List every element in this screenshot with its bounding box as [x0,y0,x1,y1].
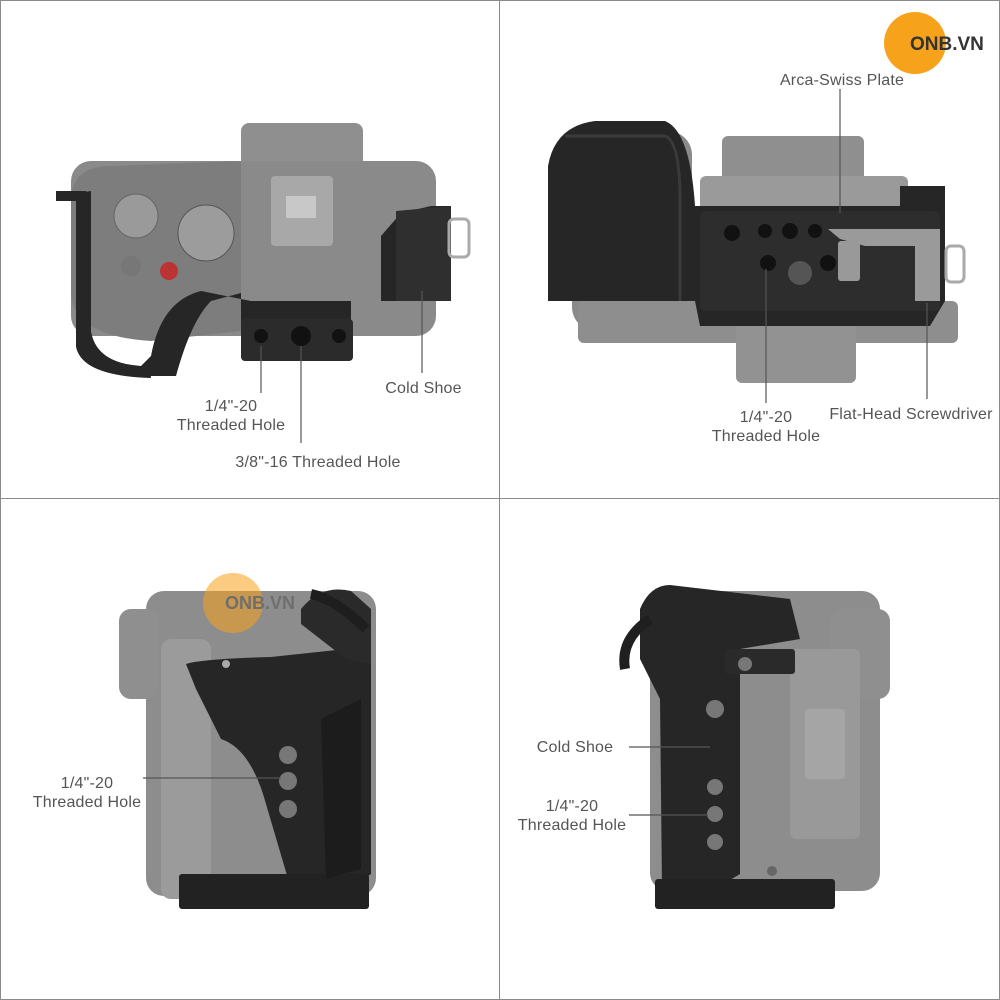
panel-bottom-view: Arca-Swiss Plate 1/4"-20 Threaded Hole F… [499,0,1000,500]
bottom-view-illustration [548,89,966,403]
brand-logo: ONB.VN [884,12,996,74]
panel-top-view: 1/4"-20 Threaded Hole 3/8"-16 Threaded H… [0,0,501,500]
panel-port-side-view: Cold Shoe 1/4"-20 Threaded Hole [499,498,1000,1000]
label-flat-head-screwdriver: Flat-Head Screwdriver [829,406,993,423]
logo-circle [884,12,946,74]
logo-text: ONB.VN [910,34,984,55]
label-quarter-inch-hole: 1/4"-20 Threaded Hole [32,775,142,811]
label-cold-shoe: Cold Shoe [385,380,462,397]
label-cold-shoe: Cold Shoe [536,739,614,756]
label-quarter-inch-hole: 1/4"-20 Threaded Hole [517,798,627,834]
watermark-logo: ONB.VN [203,573,315,635]
watermark-circle [203,573,263,633]
label-three-eighths-hole: 3/8"-16 Threaded Hole [235,454,401,471]
top-view-illustration [56,123,471,443]
label-quarter-inch-hole: 1/4"-20 Threaded Hole [176,398,286,434]
label-arca-swiss-plate: Arca-Swiss Plate [779,72,905,89]
label-quarter-inch-hole: 1/4"-20 Threaded Hole [711,409,821,445]
port-side-illustration [619,585,890,909]
watermark-text: ONB.VN [225,593,296,613]
grip-side-illustration [119,589,376,909]
